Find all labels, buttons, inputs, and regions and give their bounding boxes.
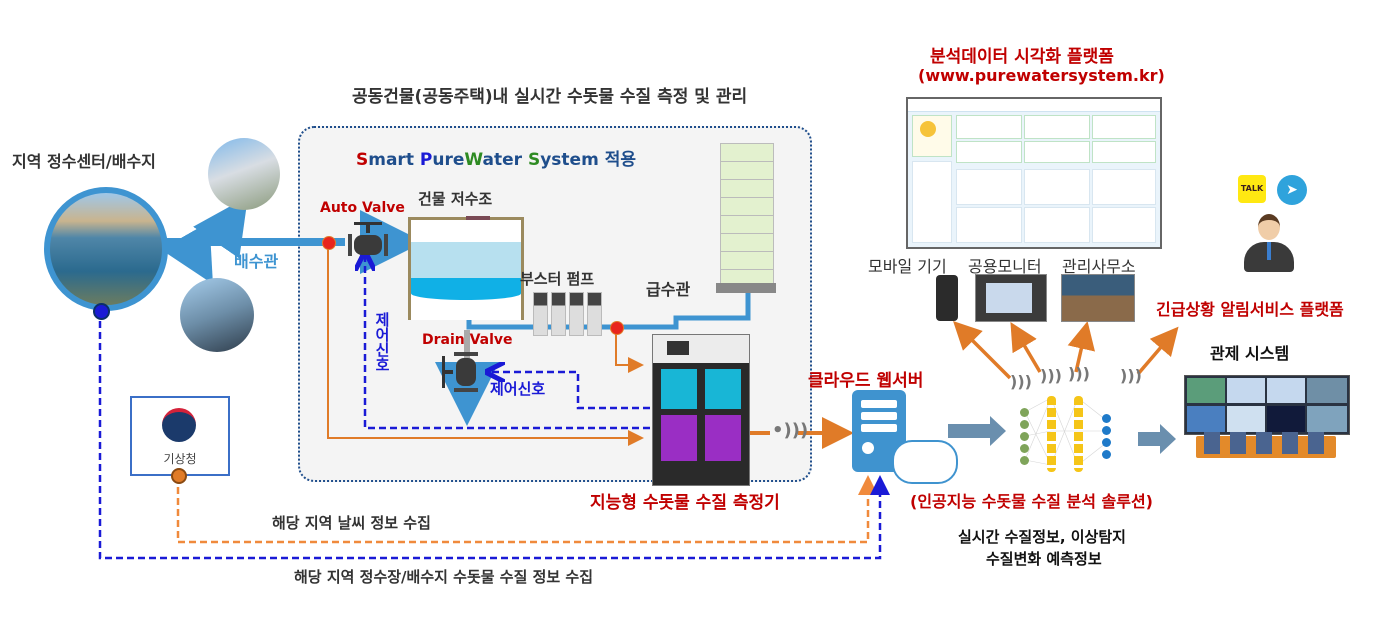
sensor-point-dot (322, 236, 336, 250)
water-tank (408, 217, 524, 320)
kakaotalk-icon: TALK (1238, 175, 1266, 203)
drain-valve-label: Drain Valve (422, 332, 513, 348)
device-office-label: 관리사무소 (1062, 257, 1136, 276)
kma-logo-icon (162, 408, 196, 442)
control-room-video-wall (1184, 375, 1350, 435)
mobile-phone-icon (936, 275, 958, 321)
user-icon (1242, 214, 1296, 272)
platform-title: 분석데이터 시각화 플랫폼 (930, 47, 1114, 67)
auto-valve-label: Auto Valve (320, 200, 405, 216)
booster-pumps-icon (533, 292, 602, 336)
plant-quality-collect-label: 해당 지역 정수장/배수지 수돗물 수질 정보 수집 (294, 568, 594, 586)
tank-label: 건물 저수조 (418, 190, 493, 208)
water-treatment-plant-photo (44, 187, 168, 311)
kma-connector-dot (171, 468, 187, 484)
apartment-building-photo (208, 138, 280, 210)
sample-line-main (327, 242, 644, 446)
wifi-icon: ))) (1068, 364, 1090, 383)
system-label-part: ure (432, 150, 465, 170)
water-quality-meter-photo (652, 334, 750, 486)
control-room-desks (1196, 432, 1336, 458)
device-public-monitor-label: 공용모니터 (968, 257, 1042, 276)
plant-quality-flow (98, 310, 890, 560)
system-label: Smart PureWater System 적용 (356, 145, 636, 170)
system-label-part: mart (368, 150, 420, 170)
auto-valve-icon[interactable] (348, 222, 388, 258)
supply-pipe-label: 급수관 (646, 280, 691, 299)
system-label-part: S (527, 150, 541, 170)
branch-up (193, 196, 248, 259)
distribution-pipe-label: 배수관 (234, 252, 279, 271)
alert-platform-label: 긴급상황 알림서비스 플랫폼 (1156, 300, 1344, 319)
sun-icon (920, 121, 936, 137)
sample-line-supply (615, 327, 644, 373)
control-signal-horizontal-label: 제어신호 (490, 380, 546, 398)
cloud-server-label: 클라우드 웹서버 (808, 371, 924, 391)
neural-network-edges (1024, 397, 1107, 466)
booster-pump-label: 부스터 펌프 (520, 270, 595, 288)
drain-valve-icon[interactable] (442, 352, 482, 392)
diagram-title: 공동건물(공동주택)내 실시간 수돗물 수질 측정 및 관리 (352, 87, 748, 107)
system-label-part: ater (482, 150, 528, 170)
control-signal-drain-valve (490, 372, 650, 410)
control-signal-auto-valve (365, 256, 650, 430)
wifi-icon: ))) (1010, 372, 1032, 391)
water-quality-meter-label: 지능형 수돗물 수질 측정기 (590, 493, 780, 513)
office-building-photo (180, 278, 254, 352)
cloud-server-icon (852, 390, 906, 472)
system-label-part: P (419, 150, 433, 170)
apartment-tower-icon (720, 143, 774, 285)
sensor-point-dot (610, 321, 624, 335)
branch-down (160, 221, 213, 285)
ai-solution-label: (인공지능 수돗물 수질 분석 솔루션) (910, 492, 1153, 511)
ai-output-line2: 수질변화 예측정보 (986, 550, 1102, 568)
ai-output-line1: 실시간 수질정보, 이상탐지 (958, 528, 1126, 546)
wifi-icon: ))) (1040, 366, 1062, 385)
ai-to-control-arrow (1138, 424, 1176, 454)
public-monitor-photo (975, 274, 1047, 322)
weather-collect-label: 해당 지역 날씨 정보 수집 (272, 514, 431, 532)
water-center-label: 지역 정수센터/배수지 (12, 152, 156, 171)
platform-url[interactable]: (www.purewatersystem.kr) (918, 66, 1165, 85)
tank-hatch (466, 216, 490, 220)
telegram-icon: ➤ (1277, 175, 1307, 205)
cloud-to-ai-arrow (948, 416, 1006, 446)
wireless-signal-icon: •))) (772, 420, 809, 441)
control-signal-vertical-label: 제어신호 (373, 312, 391, 372)
cloud-icon (892, 440, 958, 484)
kma-label: 기상청 (163, 452, 197, 466)
kma-logo-box: 기상청 (130, 396, 230, 476)
system-label-part: S (356, 150, 369, 170)
system-label-part: W (464, 150, 483, 170)
system-label-part: ystem 적용 (540, 150, 636, 170)
tower-base (716, 283, 776, 293)
dashboard-screenshot (906, 97, 1162, 249)
weather-flow (176, 475, 878, 544)
management-office-photo (1061, 274, 1135, 322)
control-system-label: 관제 시스템 (1210, 344, 1290, 363)
plant-connector-dot (93, 303, 110, 320)
wifi-icon: ))) (1120, 366, 1142, 385)
device-mobile-label: 모바일 기기 (868, 257, 947, 276)
